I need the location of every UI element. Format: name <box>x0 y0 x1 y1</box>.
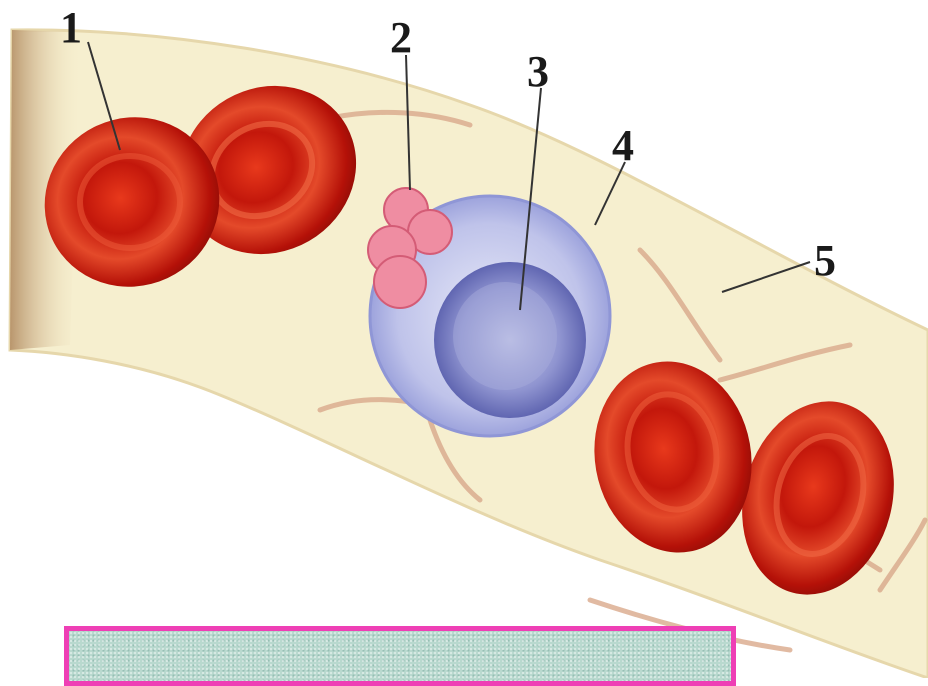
label-1: 1 <box>60 3 82 52</box>
answer-box[interactable] <box>64 626 736 686</box>
label-2: 2 <box>390 13 412 62</box>
label-4: 4 <box>612 121 634 170</box>
platelet <box>374 256 426 308</box>
label-5: 5 <box>814 236 836 285</box>
label-3: 3 <box>527 47 549 96</box>
